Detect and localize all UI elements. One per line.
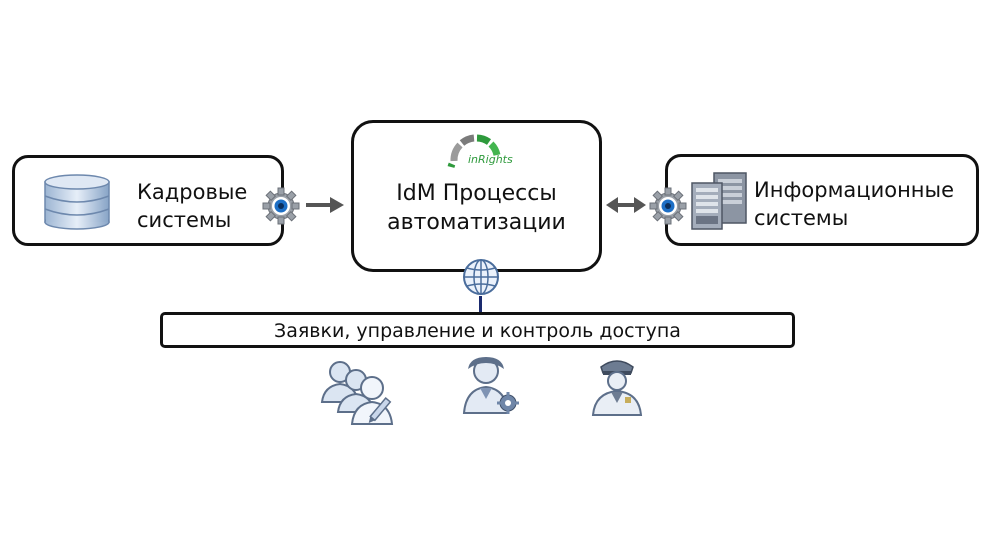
idm-process-node: inRights IdM Процессы автоматизации <box>351 120 602 272</box>
server-rack-icon <box>691 172 747 230</box>
info-systems-label-line2: системы <box>754 206 849 230</box>
idm-title-line2: автоматизации <box>387 210 566 235</box>
idm-title-line1: IdM Процессы <box>396 181 557 206</box>
info-systems-label-line1: Информационные <box>754 178 955 202</box>
hr-systems-label-line2: системы <box>137 208 232 232</box>
inrights-brand-text: inRights <box>468 153 513 166</box>
flow-arrow-right <box>306 197 344 213</box>
hr-systems-label-line1: Кадровые <box>137 180 248 204</box>
security-officer-icon <box>591 360 643 416</box>
information-systems-node: Информационные системы <box>665 154 979 246</box>
users-group-edit-icon <box>320 361 394 425</box>
admin-user-gear-icon <box>462 357 519 414</box>
inrights-logo <box>447 134 501 168</box>
gear-connector-icon <box>649 187 687 225</box>
gear-connector-icon <box>262 187 300 225</box>
flow-arrow-bidirectional <box>606 197 646 213</box>
access-bar-label: Заявки, управление и контроль доступа <box>274 320 681 342</box>
hr-systems-node: Кадровые системы <box>12 155 284 246</box>
access-requests-bar: Заявки, управление и контроль доступа <box>160 312 795 348</box>
database-icon <box>44 174 110 230</box>
globe-connector-line <box>479 296 482 314</box>
globe-icon <box>463 259 499 295</box>
